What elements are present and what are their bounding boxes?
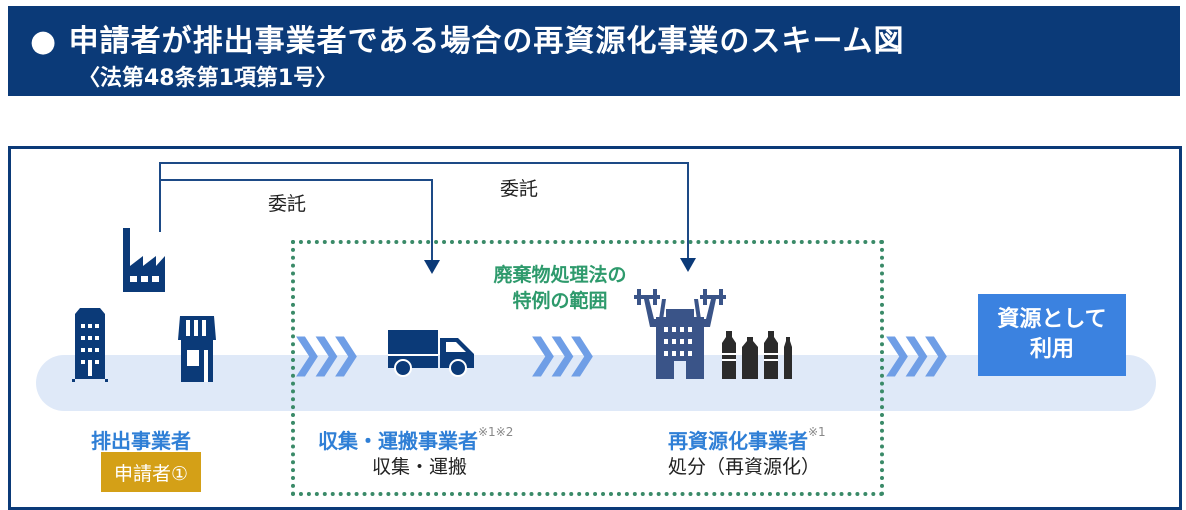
factory-icon <box>123 228 165 292</box>
connector-line <box>431 179 433 263</box>
consign-label: 委託 <box>268 193 307 215</box>
title-text: 申請者が排出事業者である場合の再資源化事業のスキーム図 <box>68 24 905 59</box>
diagram-frame <box>8 146 1182 510</box>
collector-label: 収集・運搬事業者※1※2 <box>318 425 513 454</box>
resource-use-box: 資源として利用 <box>978 294 1126 376</box>
truck-icon <box>388 330 474 377</box>
recycler-name: 再資源化事業者 <box>668 429 808 453</box>
applicant-badge: 申請者① <box>101 452 201 492</box>
connector-line <box>687 162 689 262</box>
scope-line: 特例の範囲 <box>512 290 608 312</box>
arrow-down-icon <box>680 258 696 272</box>
header-banner: ● 申請者が排出事業者である場合の再資源化事業のスキーム図 〈法第48条第1項第… <box>8 6 1180 96</box>
recycler-label: 再資源化事業者※1 <box>668 425 826 454</box>
shop-icon <box>178 316 216 382</box>
consign-label: 委託 <box>500 178 539 200</box>
recycling-plant-icon <box>634 289 792 379</box>
resource-line: 利用 <box>1029 337 1074 362</box>
flow-chevron-icon: ❯❯❯ <box>526 331 598 377</box>
collector-note: ※1※2 <box>478 425 514 439</box>
special-scope-box <box>291 240 884 496</box>
connector-line <box>159 162 161 232</box>
office-building-icon <box>72 308 108 382</box>
page-title: ● 申請者が排出事業者である場合の再資源化事業のスキーム図 <box>30 16 904 60</box>
connector-line <box>159 179 433 181</box>
recycler-note: ※1 <box>808 425 826 439</box>
emitter-label: 排出事業者 <box>91 429 191 453</box>
collector-role: 収集・運搬 <box>372 456 468 478</box>
recycler-role: 処分（再資源化） <box>668 456 821 478</box>
page-subtitle: 〈法第48条第1項第1号〉 <box>78 66 338 91</box>
collector-name: 収集・運搬事業者 <box>318 429 478 453</box>
resource-line: 資源として <box>997 307 1107 332</box>
scope-line: 廃棄物処理法の <box>493 264 627 286</box>
special-scope-label: 廃棄物処理法の 特例の範囲 <box>470 262 650 314</box>
connector-line <box>159 162 689 164</box>
bullet: ● <box>30 24 58 59</box>
flow-chevron-icon: ❯❯❯ <box>290 331 362 377</box>
flow-chevron-icon: ❯❯❯ <box>880 331 952 377</box>
flow-band <box>36 355 1156 411</box>
arrow-down-icon <box>424 260 440 274</box>
